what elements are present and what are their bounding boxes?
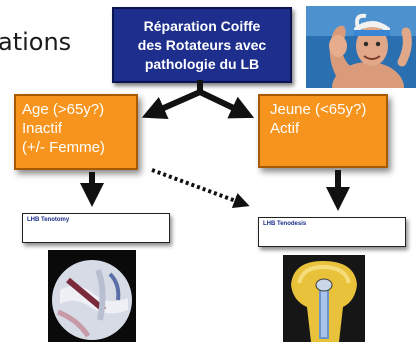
right-box-line-2: Actif (270, 120, 300, 137)
slide-title-fragment: ations (0, 28, 72, 56)
dashed-arrow-to-tenodesis (151, 168, 250, 209)
elderly-man-flexing-photo (306, 6, 416, 88)
left-box-line-2: Inactif (22, 120, 63, 137)
top-box-line-2: des Rotateurs avec (137, 36, 267, 53)
lhb-tenotomy-box: LHB Tenotomy (22, 213, 170, 243)
top-box-line-3: pathologie du LB (144, 55, 260, 72)
lhb-tenodesis-label: LHB Tenodesis (263, 221, 307, 227)
top-box-line-1: Réparation Coiffe (143, 17, 261, 34)
arthroscopic-tenotomy-image (48, 250, 136, 342)
left-box-line-3: (+/- Femme) (22, 139, 105, 156)
older-inactive-patient-box: Age (>65y?) Inactif (+/- Femme) (14, 94, 138, 170)
young-active-patient-box: Jeune (<65y?) Actif (258, 94, 388, 168)
lhb-tenodesis-box: LHB Tenodesis (258, 217, 406, 247)
left-box-line-1: Age (>65y?) (22, 101, 105, 118)
lhb-tenotomy-label: LHB Tenotomy (27, 217, 70, 223)
rotator-cuff-repair-box: Réparation Coiffe des Rotateurs avec pat… (112, 7, 292, 83)
split-arrow (141, 80, 255, 119)
right-box-line-1: Jeune (<65y?) (270, 101, 367, 118)
tenodesis-humerus-image (283, 255, 365, 342)
